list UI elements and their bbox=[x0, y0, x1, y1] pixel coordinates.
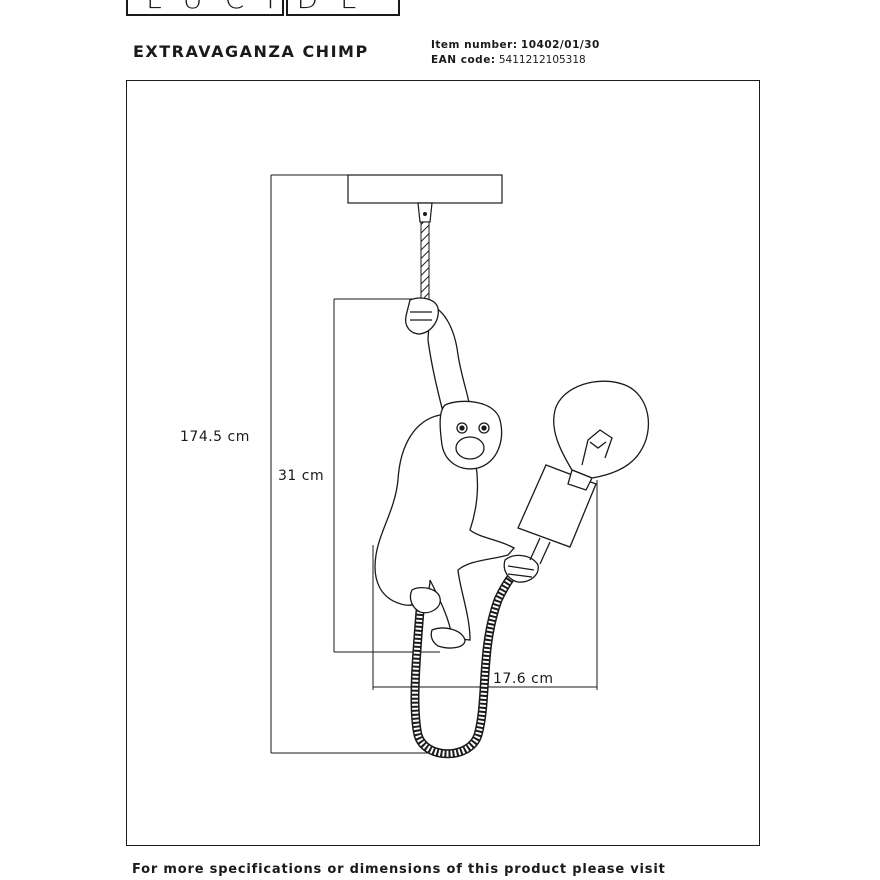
label-width: 17.6 cm bbox=[493, 671, 553, 687]
ean-row: EAN code: 5411212105318 bbox=[431, 53, 600, 68]
ean-value: 5411212105318 bbox=[498, 54, 586, 66]
ean-label: EAN code: bbox=[431, 54, 496, 66]
item-number-label: Item number: bbox=[431, 39, 518, 51]
logo-text: LUCIDE bbox=[126, 0, 400, 15]
item-number-row: Item number: 10402/01/30 bbox=[431, 38, 600, 53]
rope-upper bbox=[420, 221, 430, 303]
logo-box-left bbox=[126, 0, 284, 16]
dimension-figure-height bbox=[333, 298, 440, 653]
label-total-height: 174.5 cm bbox=[180, 429, 250, 445]
product-title: EXTRAVAGANZA CHIMP bbox=[133, 42, 369, 61]
ceiling-canopy bbox=[347, 174, 503, 204]
chimp-figure bbox=[374, 297, 539, 649]
light-bulb bbox=[553, 380, 650, 491]
label-figure-height: 31 cm bbox=[278, 468, 324, 484]
logo-box-right bbox=[286, 0, 400, 16]
product-meta: Item number: 10402/01/30 EAN code: 54112… bbox=[431, 38, 600, 68]
footer-note: For more specifications or dimensions of… bbox=[132, 862, 666, 877]
dimension-total-height bbox=[270, 174, 430, 754]
item-number-value: 10402/01/30 bbox=[520, 39, 600, 51]
brand-logo: LUCIDE bbox=[126, 0, 400, 18]
drawing-frame bbox=[126, 80, 760, 846]
